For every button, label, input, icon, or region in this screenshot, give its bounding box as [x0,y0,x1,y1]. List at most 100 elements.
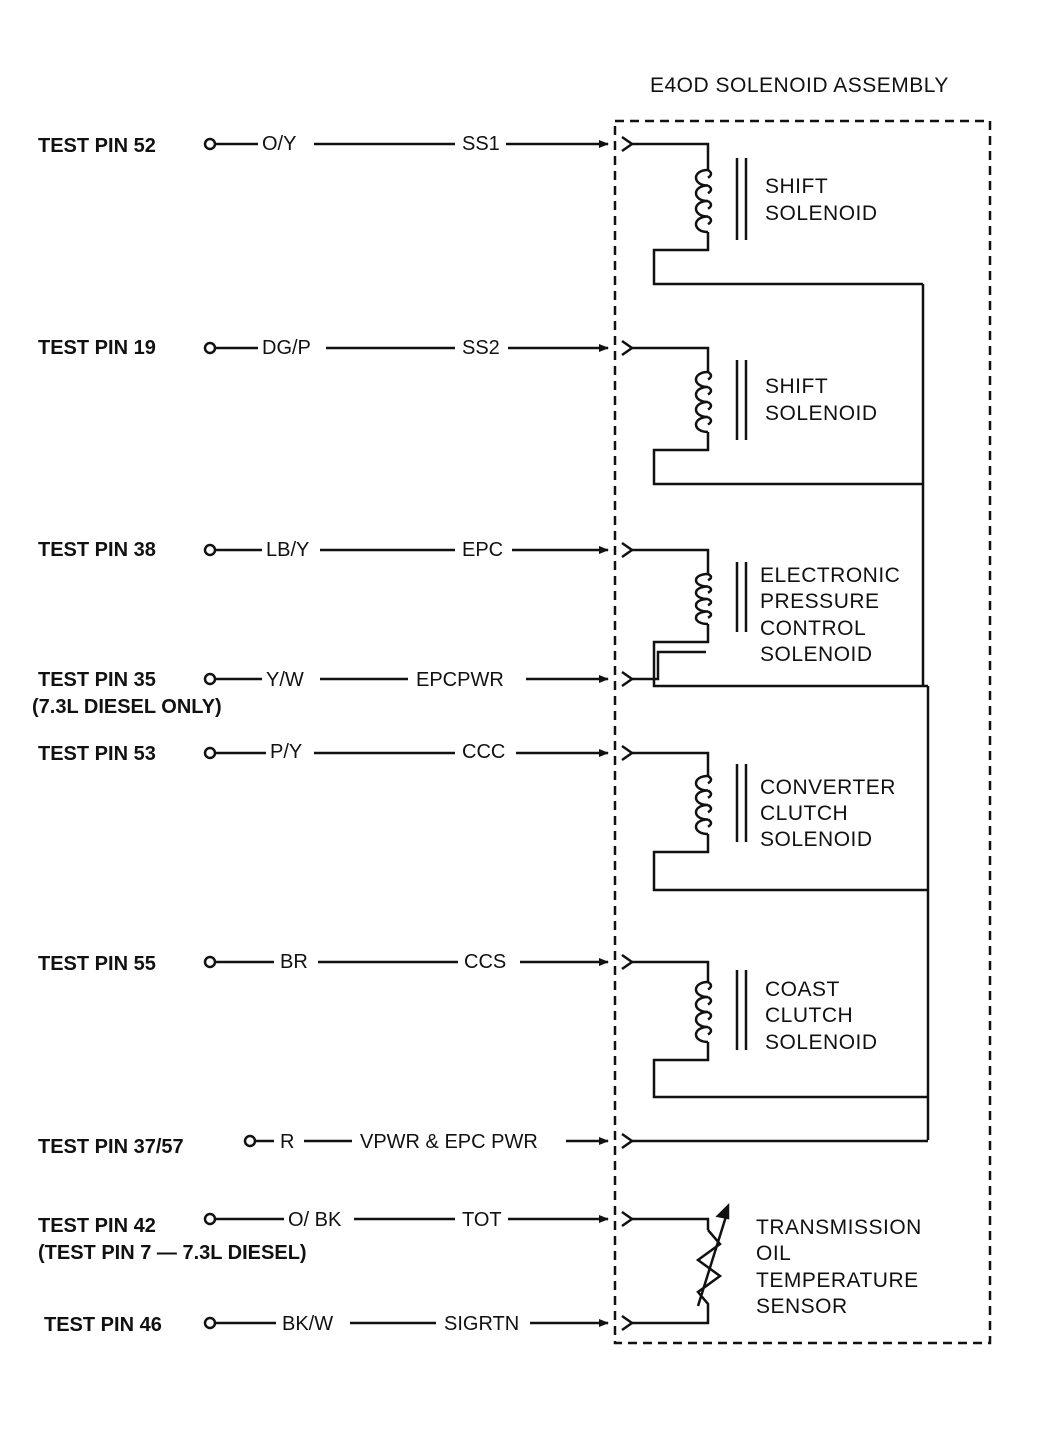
coil-hook [707,585,713,594]
pin-terminal [243,1134,257,1148]
wire-color: P/Y [270,741,302,763]
svg-text:CONTROL: CONTROL [760,617,866,640]
pin-label: TEST PIN 35 [38,669,156,691]
pin-wire-1 [203,339,635,357]
svg-text:CLUTCH: CLUTCH [765,1004,853,1027]
wire-color: R [280,1131,294,1153]
wire-color: BK/W [282,1313,333,1335]
connector-chevron [621,953,635,971]
solenoid-lead-out [652,432,923,486]
coil-winding [694,370,709,434]
converter-clutch-symbol [632,751,928,892]
coil-hook [707,370,713,381]
coil-hook [707,400,713,411]
pin-terminal [203,137,217,151]
component-label-tot-sensor: TRANSMISSION OIL TEMPERATURE SENSOR [756,1216,921,1318]
solenoid-lead-in [632,548,710,574]
common-bus [921,284,930,1140]
signal-name: TOT [462,1209,502,1231]
connector-chevron [621,339,635,357]
pin-row-55: TEST PIN 55 BR CCS [38,951,506,975]
coil-hook [707,415,713,426]
thermistor-symbol [632,1202,730,1325]
svg-text:SOLENOID: SOLENOID [765,1031,878,1054]
thermistor-lead-in [632,1217,710,1230]
svg-text:SENSOR: SENSOR [756,1295,848,1318]
assembly-boundary [613,119,992,1345]
solenoid-lead-out [652,1042,928,1099]
pin-wire-4 [203,744,635,762]
solenoid-lead-in [632,960,710,982]
coil-hook [707,995,713,1006]
coil-hook [707,184,713,195]
coil-hook [707,980,713,991]
coil-hook [707,774,713,785]
coil-winding [694,168,709,234]
coil-hook [707,818,713,828]
pin-wire-5 [203,953,635,971]
pin-row-42: TEST PIN 42 (TEST PIN 7 — 7.3L DIESEL) O… [38,1209,502,1264]
coil-hook [707,597,713,607]
svg-text:SOLENOID: SOLENOID [760,828,873,851]
connector-chevron [621,1210,635,1228]
pin-terminal [203,341,217,355]
coil-hook [707,1025,713,1036]
component-label-converter-clutch: CONVERTER CLUTCH SOLENOID [760,776,896,851]
pin-terminal [203,746,217,760]
coast-clutch-symbol [632,960,928,1099]
epcpwr-tie [632,650,706,681]
pin-note: (TEST PIN 7 — 7.3L DIESEL) [38,1242,307,1264]
signal-name: VPWR & EPC PWR [360,1131,538,1153]
wire-color: O/ BK [288,1209,342,1231]
pin-terminal [203,672,217,686]
wire-color: BR [280,951,308,973]
coil-winding [694,572,709,626]
connector-chevron [621,670,635,688]
pin-note: (7.3L DIESEL ONLY) [32,696,222,718]
svg-text:CONVERTER: CONVERTER [760,776,896,799]
pin-terminal [203,1212,217,1226]
pin-label: TEST PIN 52 [38,135,156,157]
pin-label: TEST PIN 38 [38,539,156,561]
pin-label: TEST PIN 55 [38,953,156,975]
connector-chevron [621,541,635,559]
pin-wire-0 [203,135,635,153]
pin-terminal [203,543,217,557]
solenoid-lead-in [632,751,710,776]
coil-hook [707,789,713,799]
solenoid-lead-in [632,346,710,372]
assembly-title: E4OD SOLENOID ASSEMBLY [650,74,949,97]
coil-hook [707,199,713,210]
svg-text:TEMPERATURE: TEMPERATURE [756,1269,919,1292]
component-label-coast-clutch: COAST CLUTCH SOLENOID [765,978,878,1054]
pin-label: TEST PIN 19 [38,337,156,359]
coil-winding [694,774,709,836]
pin-row-52: TEST PIN 52 O/Y SS1 [38,133,500,157]
connector-chevron [621,1132,635,1150]
wire-color: LB/Y [266,539,309,561]
pin-wire-8 [203,1314,635,1332]
wire-color: DG/P [262,337,311,359]
svg-text:SOLENOID: SOLENOID [760,643,873,666]
solenoid-lead-out [652,834,928,892]
signal-name: EPCPWR [416,669,504,691]
pin-terminal [203,955,217,969]
component-label-shift-solenoid-2: SHIFT SOLENOID [765,375,877,425]
shift-solenoid-2-symbol [632,346,923,486]
pin-label: TEST PIN 46 [44,1314,162,1336]
svg-text:ELECTRONIC: ELECTRONIC [760,564,900,587]
pin-row-38: TEST PIN 38 LB/Y EPC [38,539,503,561]
svg-text:COAST: COAST [765,978,840,1001]
wire-color: O/Y [262,133,296,155]
pin-wire-6 [243,1132,635,1150]
signal-name: SIGRTN [444,1313,519,1335]
solenoid-lead-out [652,232,923,286]
coil-hook [707,610,713,619]
pin-row-35: TEST PIN 35 (7.3L DIESEL ONLY) Y/W EPCPW… [32,669,504,718]
component-label-epc-solenoid: ELECTRONIC PRESSURE CONTROL SOLENOID [760,564,900,666]
signal-name: SS2 [462,337,500,359]
thermistor-arrow-shaft [696,1209,730,1307]
wire-color: Y/W [266,669,304,691]
